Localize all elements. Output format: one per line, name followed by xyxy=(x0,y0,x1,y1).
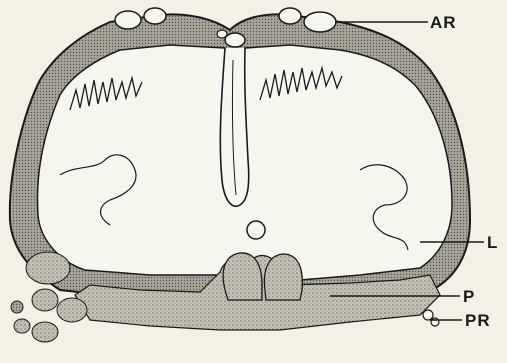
top-vessel-3 xyxy=(304,12,336,32)
label-l: L xyxy=(487,234,498,251)
top-vessel-5 xyxy=(225,33,245,47)
central-small-circle xyxy=(247,221,265,239)
right-vessel-2 xyxy=(431,318,439,326)
top-vessel-1 xyxy=(115,11,141,29)
top-vessel-6 xyxy=(217,30,227,38)
right-vessel-1 xyxy=(423,310,433,320)
nodule-4 xyxy=(14,319,30,333)
top-vessel-2 xyxy=(144,8,166,24)
nodule-6 xyxy=(11,301,23,313)
nodule-5 xyxy=(32,322,58,342)
left-lobe xyxy=(223,253,262,300)
label-p: P xyxy=(463,288,475,305)
nodule-2 xyxy=(32,289,58,311)
nodule-1 xyxy=(26,252,70,284)
label-pr: PR xyxy=(465,312,491,329)
label-ar: AR xyxy=(430,14,457,31)
right-lobe xyxy=(264,254,302,300)
nodule-3 xyxy=(57,298,87,322)
top-vessel-4 xyxy=(279,8,301,24)
